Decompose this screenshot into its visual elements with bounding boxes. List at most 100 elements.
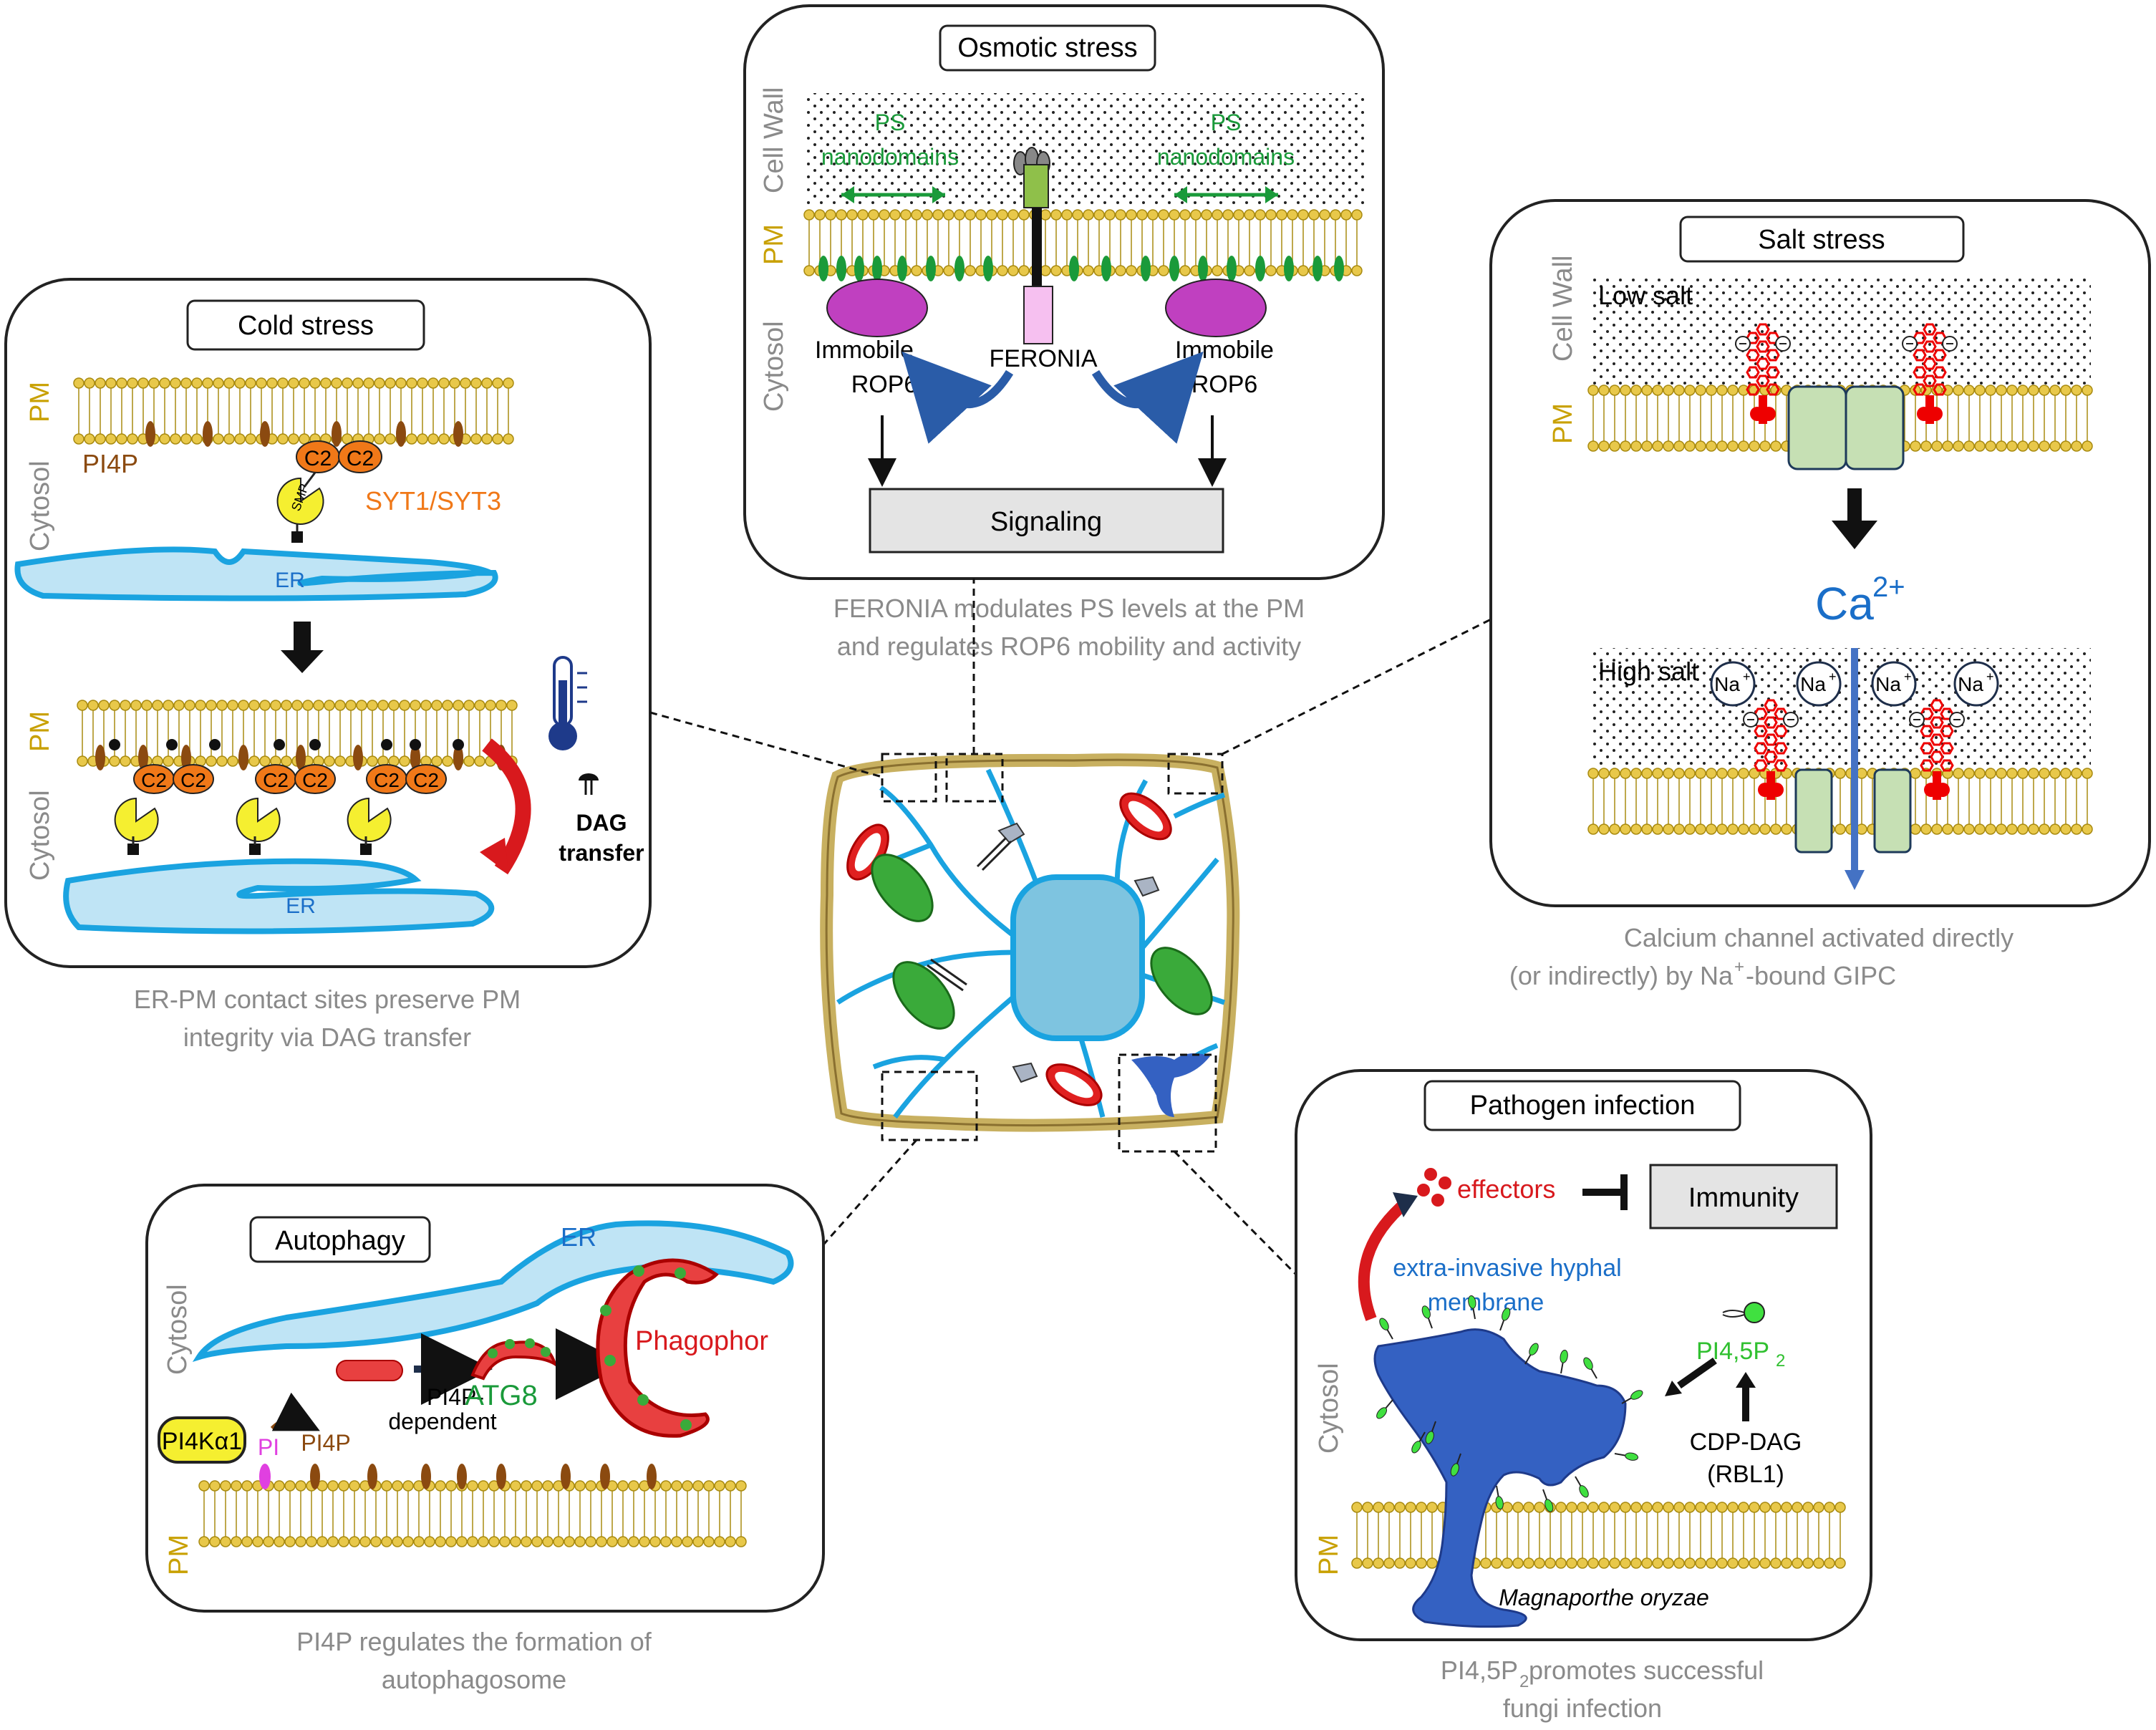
ca-channel-open-left: [1794, 768, 1833, 854]
lipid-head: [1416, 1557, 1427, 1569]
lipid-head: [467, 1480, 478, 1492]
organelle-icon: [1133, 876, 1160, 897]
lipid-head: [474, 700, 485, 711]
eihm-lipids: [1376, 1295, 1643, 1512]
lipid-head: [846, 209, 858, 221]
lipid-head: [1351, 1502, 1363, 1513]
lipid-head: [1792, 1557, 1803, 1569]
pi4p-label-autophagy: PI4P: [301, 1430, 350, 1456]
lipid-head: [1749, 768, 1760, 779]
lipid-head: [1179, 265, 1191, 276]
lipid-head: [596, 1536, 607, 1547]
lipid-head: [467, 1536, 478, 1547]
lipid-head: [2017, 823, 2029, 835]
pi4p-lipid: [238, 745, 248, 770]
dag-lipid: [453, 739, 464, 750]
lipid-head: [327, 1536, 339, 1547]
gipc-sugar: [1766, 349, 1780, 362]
connector-lines: [649, 579, 1492, 1290]
lipid-head: [725, 1536, 736, 1547]
na-ion: Na+: [1953, 661, 1999, 707]
dag-lipid: [109, 739, 120, 750]
lipid-head: [671, 1480, 682, 1492]
lipid-head: [241, 1480, 253, 1492]
immobile-left: Immobile: [815, 337, 914, 364]
lipid-head: [1641, 1502, 1653, 1513]
lipid-head: [274, 1480, 285, 1492]
lipid-head: [306, 1536, 317, 1547]
lipid-head: [660, 1536, 672, 1547]
lipid-head: [481, 433, 493, 445]
pi4p-lipid: [453, 421, 463, 447]
lipid-head: [1759, 823, 1771, 835]
ca-channel-top-right: [1845, 385, 1905, 470]
lipid-head: [1373, 1557, 1384, 1569]
gipc-sugar: [1754, 725, 1768, 738]
lipid-head: [1695, 823, 1706, 835]
lipid-head: [1985, 768, 1996, 779]
lipid-head: [1985, 385, 1996, 396]
effectors-icon: [1417, 1168, 1451, 1207]
ps-lipid: [1313, 256, 1323, 281]
lipid-head: [1598, 823, 1610, 835]
lipid-head: [735, 1536, 747, 1547]
lipid-head: [503, 377, 514, 389]
pip2-on-hypha: [1411, 1431, 1426, 1454]
lipid-head: [1061, 209, 1073, 221]
lipid-head: [1910, 823, 1921, 835]
lipid-head: [803, 265, 815, 276]
lipid-head: [1652, 385, 1663, 396]
lipid-head: [1620, 385, 1631, 396]
gipc-sugar: [1913, 366, 1927, 379]
lipid-head: [1974, 440, 1986, 452]
lipid-head: [1244, 265, 1255, 276]
lipid-head: [1695, 385, 1706, 396]
lipid-head: [503, 433, 514, 445]
lipid-head: [2017, 440, 2029, 452]
lipid-head: [338, 1536, 349, 1547]
lipid-head: [879, 209, 890, 221]
gipc-sugar: [1774, 759, 1788, 772]
gipc-sugar: [1920, 725, 1934, 738]
c2-label: C2: [141, 769, 167, 791]
pi4p-lipid: [367, 1464, 377, 1489]
lipid-head: [2071, 440, 2082, 452]
lipid-head: [1405, 1502, 1416, 1513]
lipid-head: [130, 700, 142, 711]
lipid-head: [1792, 1502, 1803, 1513]
lipid-head: [1749, 1502, 1760, 1513]
osmotic-caption-2: and regulates ROP6 mobility and activity: [837, 632, 1301, 661]
lipid-head: [1695, 1557, 1706, 1569]
lipid-head: [349, 1480, 360, 1492]
autophagy-caption-2: autophagosome: [382, 1665, 566, 1694]
pi4p-lipid: [453, 745, 463, 770]
lipid-head: [478, 1480, 489, 1492]
ps-lipid: [926, 256, 936, 281]
autophagy-pm-label: PM: [164, 1535, 194, 1575]
gipc-sugar: [1764, 750, 1778, 763]
lipid-head: [1770, 1557, 1782, 1569]
thermometer-icon: [548, 656, 587, 750]
lipid-head: [202, 377, 213, 389]
fungus-in-cell: [1131, 1053, 1210, 1117]
lipid-head: [1566, 1557, 1577, 1569]
lipid-head: [274, 1536, 285, 1547]
dag-lipid: [209, 739, 221, 750]
lipid-head: [1663, 440, 1674, 452]
pi4ka1-enzyme: [158, 1416, 246, 1464]
lipid-head: [492, 433, 503, 445]
pip2-on-hypha: [1583, 1357, 1597, 1379]
lipid-head: [327, 1480, 339, 1492]
gipc-sugar: [1920, 742, 1934, 755]
pathogen-caption-2: fungi infection: [1503, 1693, 1662, 1723]
lipid-head: [1502, 1502, 1513, 1513]
lipid-head: [374, 377, 385, 389]
lipid-head: [932, 209, 944, 221]
lipid-head: [1727, 768, 1739, 779]
er-network: [836, 768, 1226, 1119]
lipid-head: [127, 377, 138, 389]
gipc-sugar: [1756, 323, 1770, 336]
pip2-on-hypha: [1614, 1452, 1639, 1461]
lipid-head: [1738, 1502, 1749, 1513]
lipid-head: [427, 433, 439, 445]
